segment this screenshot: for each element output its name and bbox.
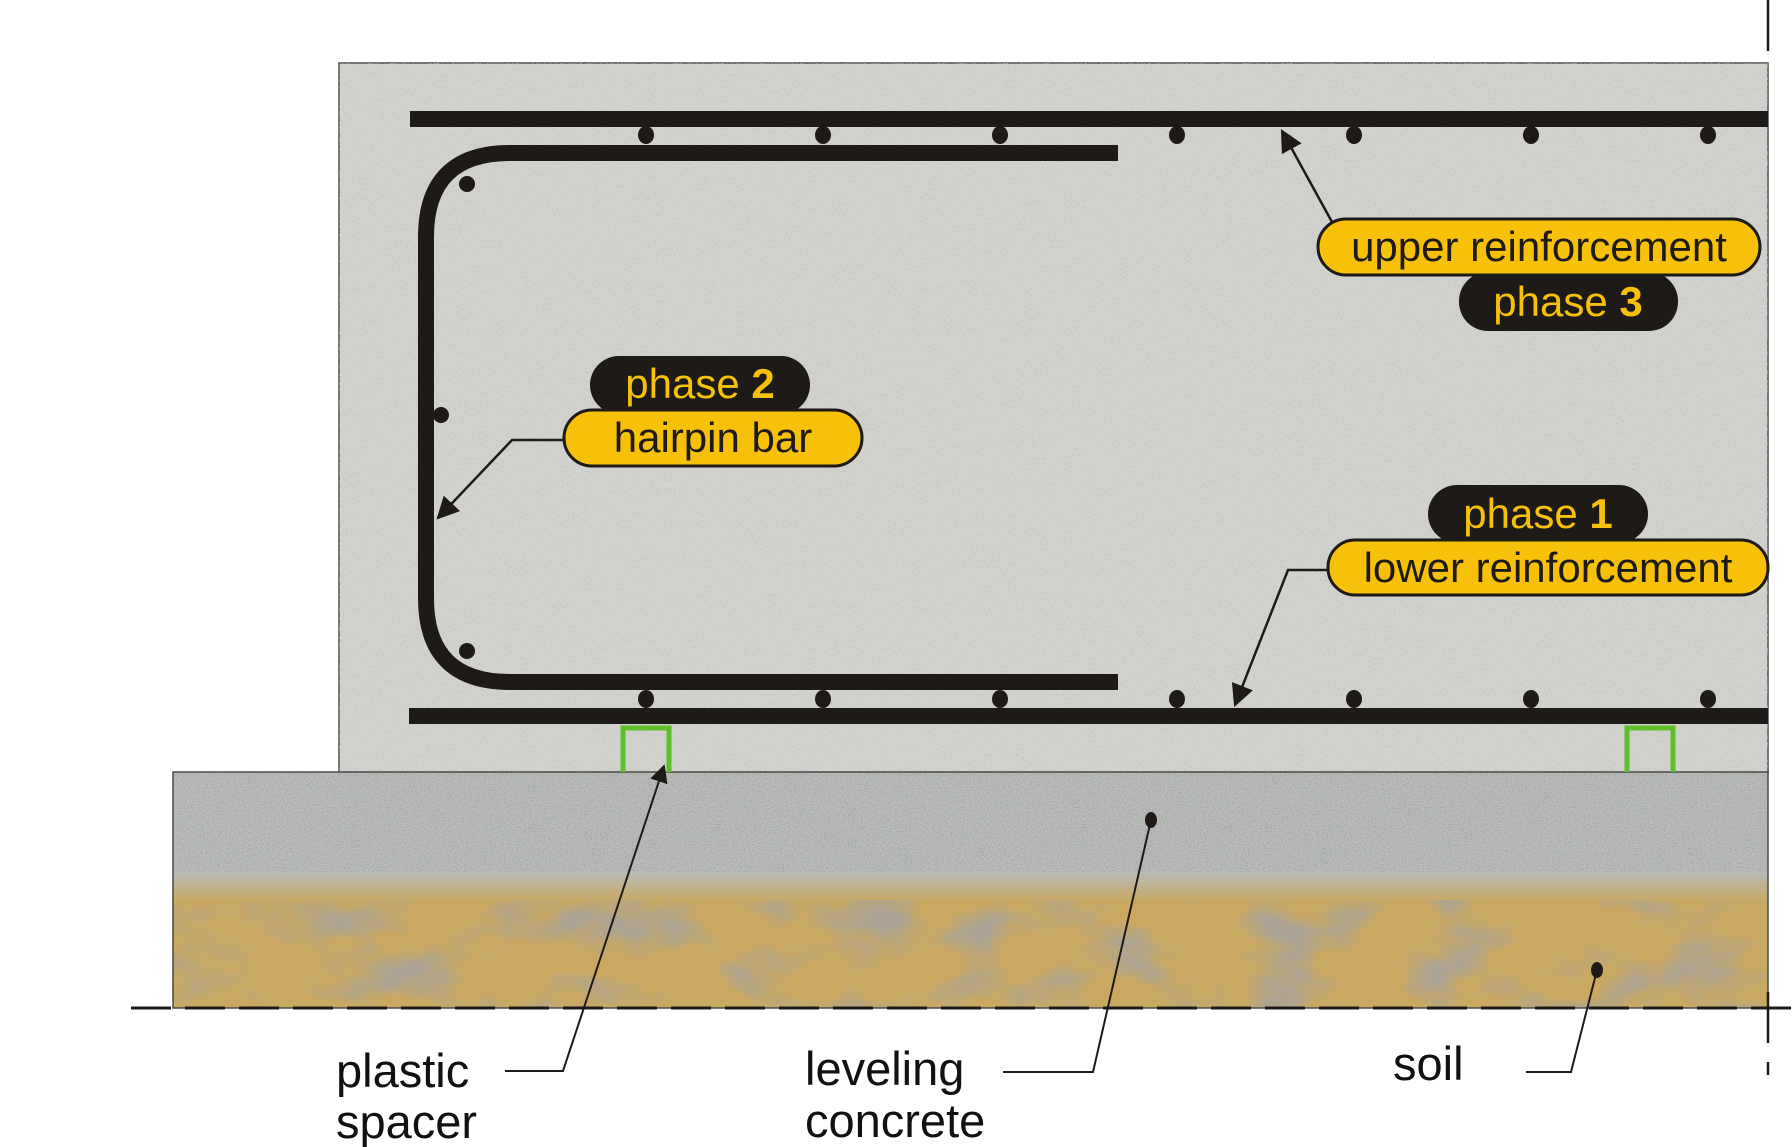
callout-hairpin-bar: phase 2 hairpin bar <box>562 356 864 468</box>
lower-distribution-bar <box>815 690 831 708</box>
phase-1-text: phase 1 <box>1463 490 1612 537</box>
callout-upper-reinforcement: phase 3 upper reinforcement <box>1316 217 1762 331</box>
hairpin-distribution-bar <box>433 407 449 423</box>
upper-distribution-bar <box>1346 126 1362 144</box>
hairpin-bar <box>418 145 1118 690</box>
hairpin-leader <box>436 438 565 520</box>
lower-reinforcement-label-pill <box>1326 538 1770 597</box>
hairpin-distribution-bars <box>433 176 475 659</box>
lower-distribution-bar <box>1523 690 1539 708</box>
lower-distribution-bar <box>1700 690 1716 708</box>
upper-reinforcement-label-pill <box>1316 217 1762 277</box>
phase-3-text: phase 3 <box>1493 278 1642 325</box>
phase-2-badge <box>590 356 810 414</box>
lower-distribution-bar <box>1169 690 1185 708</box>
hairpin-distribution-bar <box>459 176 475 192</box>
leveling-leader <box>1003 819 1152 1073</box>
phase-3-badge <box>1459 272 1678 331</box>
hairpin-distribution-bar <box>459 643 475 659</box>
lower-distribution-bar <box>1346 690 1362 708</box>
leveling-concrete-label-line1: leveling <box>805 1042 964 1095</box>
soil-label: soil <box>1393 1037 1464 1090</box>
upper-distribution-bar <box>992 126 1008 144</box>
upper-distribution-bar <box>638 126 654 144</box>
soil-layer <box>173 900 1768 1008</box>
leveling-concrete-label-line2: concrete <box>805 1094 985 1147</box>
upper-reinforcement-leader <box>1280 129 1334 223</box>
hairpin-bar-label: hairpin bar <box>614 414 812 461</box>
concrete-slab <box>338 62 1769 774</box>
callout-lower-reinforcement: phase 1 lower reinforcement <box>1326 485 1770 597</box>
lower-reinforcement-bar <box>409 708 1768 724</box>
soil-leader-dot <box>1591 962 1603 978</box>
lower-distribution-bars <box>638 690 1716 708</box>
upper-distribution-bars <box>638 126 1716 144</box>
leveling-leader-dot <box>1145 812 1157 828</box>
lower-distribution-bar <box>992 690 1008 708</box>
upper-distribution-bar <box>815 126 831 144</box>
leveling-concrete-layer <box>173 772 1768 902</box>
upper-reinforcement-bar <box>410 111 1768 127</box>
hairpin-bar-label-pill <box>562 408 864 468</box>
lower-reinforcement-leader <box>1231 568 1330 708</box>
plastic-spacer <box>1624 725 1676 772</box>
phase-1-badge <box>1428 485 1648 543</box>
soil-leader <box>1526 969 1598 1073</box>
upper-reinforcement-label: upper reinforcement <box>1351 223 1727 270</box>
upper-distribution-bar <box>1700 126 1716 144</box>
lower-reinforcement-label: lower reinforcement <box>1364 544 1733 591</box>
plastic-spacer <box>620 725 672 772</box>
plastic-spacer-label-line1: plastic <box>336 1044 469 1097</box>
upper-distribution-bar <box>1523 126 1539 144</box>
phase-2-text: phase 2 <box>625 360 774 407</box>
lower-distribution-bar <box>638 690 654 708</box>
plastic-spacer-label-line2: spacer <box>336 1095 477 1147</box>
upper-distribution-bar <box>1169 126 1185 144</box>
spacer-leader <box>505 764 668 1072</box>
